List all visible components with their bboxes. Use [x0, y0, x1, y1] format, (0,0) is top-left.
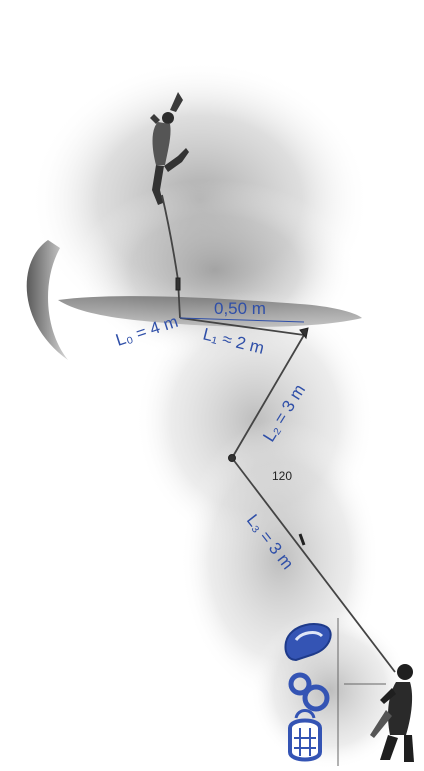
label-top-gap: 0,50 m: [214, 299, 266, 318]
anchor-2: [229, 455, 236, 462]
anchor-0: [176, 278, 180, 290]
rock-wall: [30, 60, 410, 770]
label-angle: 120: [272, 469, 292, 483]
